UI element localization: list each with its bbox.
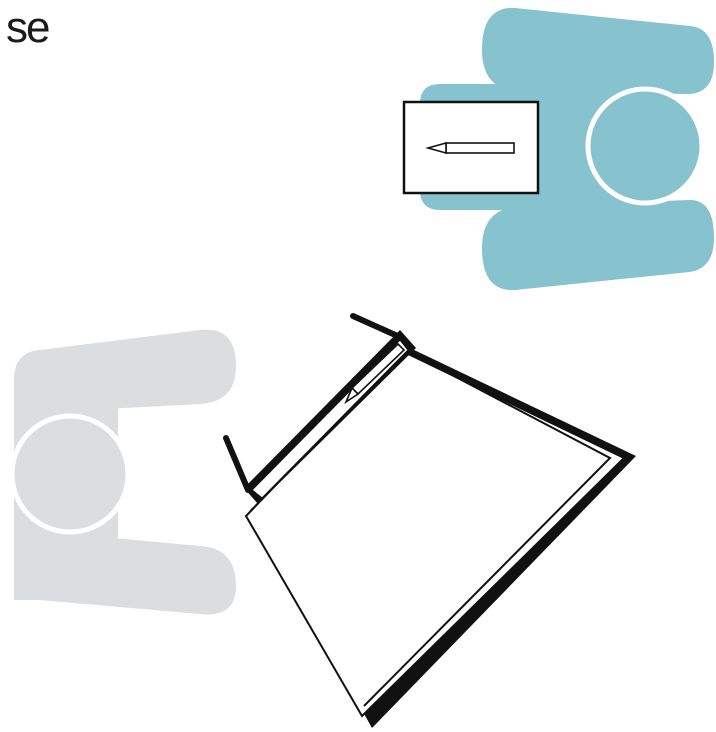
person-top-head xyxy=(585,86,705,206)
person-top-upper-arm xyxy=(482,7,714,95)
person-left-head xyxy=(9,413,131,535)
person-left-figure xyxy=(9,329,236,615)
diagram-label: se xyxy=(6,3,51,52)
person-left-lower-arm xyxy=(14,531,236,615)
ledge-pencil-icon xyxy=(344,342,406,405)
pencil-icon xyxy=(425,141,515,155)
person-top-figure xyxy=(402,7,714,291)
drawing-board xyxy=(223,313,636,728)
board-inner-edge xyxy=(363,353,612,707)
board-stand-top xyxy=(350,313,405,341)
person-top-lower-arm xyxy=(482,200,714,291)
board-stand-left xyxy=(223,435,251,493)
